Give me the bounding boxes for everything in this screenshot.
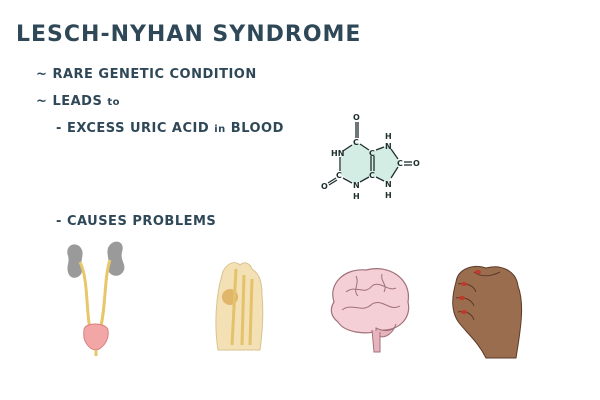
atom-c: C (397, 159, 403, 168)
atom-n: N (385, 142, 392, 151)
atom-c: C (353, 138, 359, 147)
atom-h: H (385, 191, 392, 200)
bullet-prefix: ~ (36, 94, 48, 109)
atom-h: H (353, 192, 360, 201)
bullet-text: LEADS (52, 94, 103, 109)
atom-c: C (369, 171, 375, 180)
atom-o: O (353, 113, 360, 122)
bullet-excess-uric-acid: - EXCESS URIC ACID in BLOOD (56, 121, 284, 136)
bullet-causes-problems: - CAUSES PROBLEMS (56, 214, 216, 229)
atom-h: H (385, 132, 392, 141)
bullet-prefix: - (56, 121, 62, 136)
atom-c: C (336, 171, 342, 180)
gout-foot-icon (215, 262, 264, 351)
atom-c: C (369, 149, 375, 158)
bullet-mid: in (214, 124, 226, 135)
atom-o: O (413, 159, 420, 168)
bullet-prefix: ~ (36, 67, 48, 82)
atom-hn: HN (331, 149, 344, 158)
bullet-leads-to: ~ LEADS to (36, 94, 120, 109)
bullet-text: CAUSES PROBLEMS (66, 214, 217, 229)
bullet-text: EXCESS URIC ACID (66, 121, 210, 136)
bullet-tail: BLOOD (230, 121, 284, 136)
bullet-text: RARE GENETIC CONDITION (52, 67, 257, 82)
brain-icon (330, 268, 410, 353)
atom-o: O (321, 182, 328, 191)
atom-n: N (385, 180, 392, 189)
kidneys-bladder-icon (67, 241, 125, 356)
clenched-hand-icon (452, 266, 523, 359)
atom-n: N (353, 181, 360, 190)
slide-title: LESCH-NYHAN SYNDROME (16, 22, 362, 47)
bullet-prefix: - (56, 214, 62, 229)
bullet-suffix: to (107, 97, 121, 108)
bullet-rare-genetic: ~ RARE GENETIC CONDITION (36, 67, 257, 82)
